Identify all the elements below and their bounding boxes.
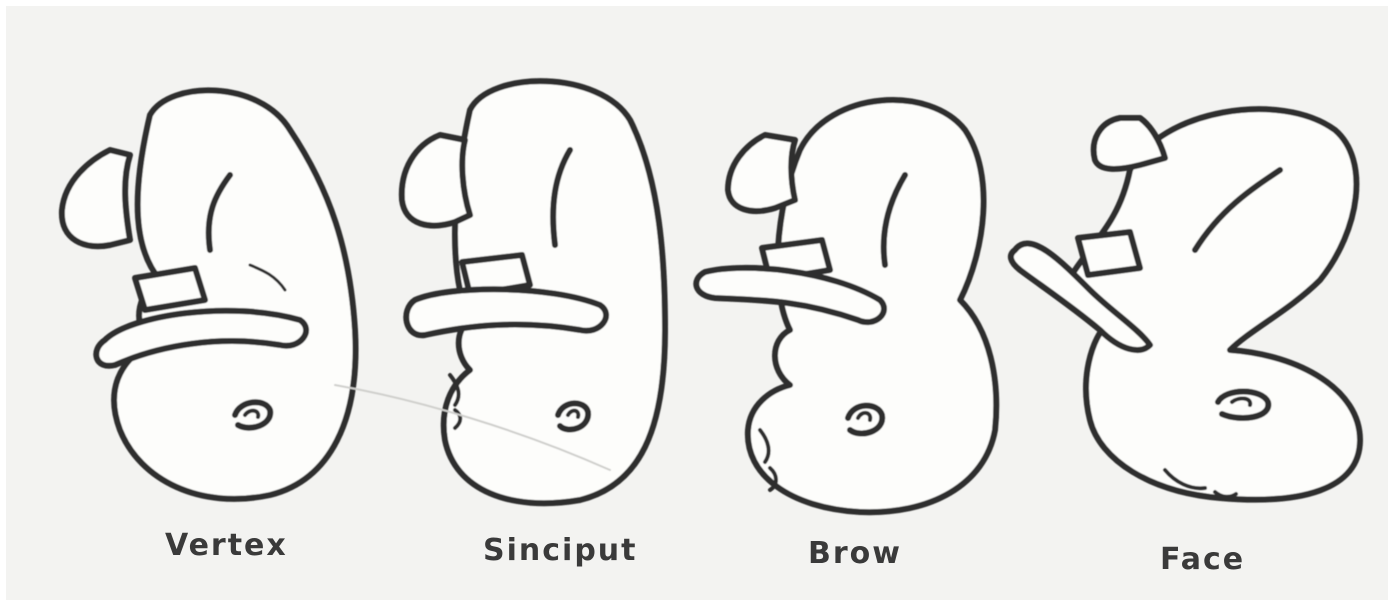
label-brow: Brow [808,536,902,571]
vertex-foot [62,150,130,246]
brow-foot [728,135,795,211]
label-sinciput: Sinciput [483,533,638,568]
label-vertex: Vertex [165,528,288,563]
face-wrist [1078,232,1140,275]
vertex-wrist [135,268,205,310]
label-face: Face [1160,542,1245,577]
face-foot [1094,118,1165,169]
fetus-vertex-drawing [62,90,356,498]
fetus-face-drawing [1011,109,1360,499]
fetus-brow-drawing [696,100,996,512]
sinciput-foot [402,135,470,226]
